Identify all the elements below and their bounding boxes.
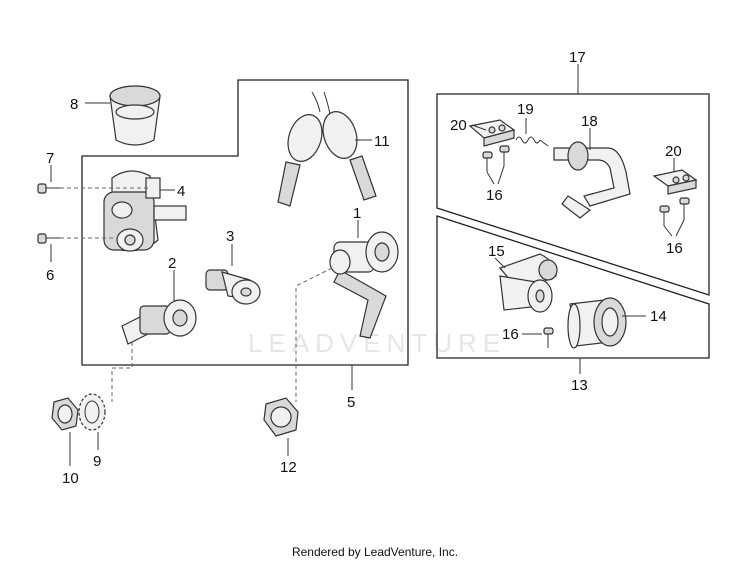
- callout-12: 12: [280, 459, 297, 476]
- callout-5: 5: [347, 394, 355, 411]
- callout-10: 10: [62, 470, 79, 487]
- callout-4: 4: [177, 183, 185, 200]
- part-sleeve-14: [567, 297, 627, 349]
- callout-8: 8: [70, 96, 78, 113]
- part-screw-16e: [543, 327, 554, 348]
- frame-group-5: [81, 79, 409, 366]
- dash-cylinder-2: [111, 342, 133, 402]
- footer-credit: Rendered by LeadVenture, Inc.: [292, 545, 458, 559]
- part-nut-12: [263, 397, 299, 437]
- callout-3: 3: [226, 228, 234, 245]
- part-screw-6: [37, 233, 60, 244]
- leader-20a: [471, 124, 487, 131]
- callout-18: 18: [581, 113, 598, 130]
- part-keys: [277, 91, 377, 207]
- callout-14: 14: [650, 308, 667, 325]
- callout-20-left: 20: [450, 117, 467, 134]
- callout-2: 2: [168, 255, 176, 272]
- part-lock-cylinder-1: [329, 231, 399, 339]
- part-nut-10: [51, 397, 79, 431]
- callout-6: 6: [46, 267, 54, 284]
- callout-1: 1: [353, 205, 361, 222]
- callout-16-right: 16: [666, 240, 683, 257]
- callout-19: 19: [517, 101, 534, 118]
- part-sleeve: [109, 85, 161, 146]
- callout-13: 13: [571, 377, 588, 394]
- callout-16-upper: 16: [486, 187, 503, 204]
- part-switch-housing: [103, 170, 187, 252]
- part-clip-20b: [652, 169, 698, 195]
- part-screw-16d: [679, 197, 690, 220]
- part-screw-16a: [482, 151, 493, 172]
- leader-16b: [663, 219, 685, 237]
- part-screw-16c: [659, 205, 670, 226]
- callout-9: 9: [93, 453, 101, 470]
- part-screw-7: [37, 183, 60, 194]
- callout-16-lower: 16: [502, 326, 519, 343]
- part-spring: [515, 136, 549, 147]
- leader-15: [494, 257, 506, 269]
- part-clip-20a: [468, 119, 516, 147]
- part-screw-16b: [499, 145, 510, 166]
- callout-20-right: 20: [665, 143, 682, 160]
- callout-17: 17: [569, 49, 586, 66]
- frame-group-13: [436, 215, 710, 359]
- part-latch-lever: [553, 141, 631, 219]
- part-lock-cylinder-2: [121, 299, 197, 345]
- callout-15: 15: [488, 243, 505, 260]
- watermark: LEADVENTURE: [248, 328, 506, 358]
- leader-16a: [486, 165, 505, 185]
- callout-7: 7: [46, 150, 54, 167]
- part-bracket: [498, 253, 558, 313]
- part-small-cylinder: [205, 269, 261, 305]
- part-lock-washer-9: [78, 393, 106, 431]
- frame-group-17: [436, 93, 710, 296]
- callout-11: 11: [374, 133, 390, 150]
